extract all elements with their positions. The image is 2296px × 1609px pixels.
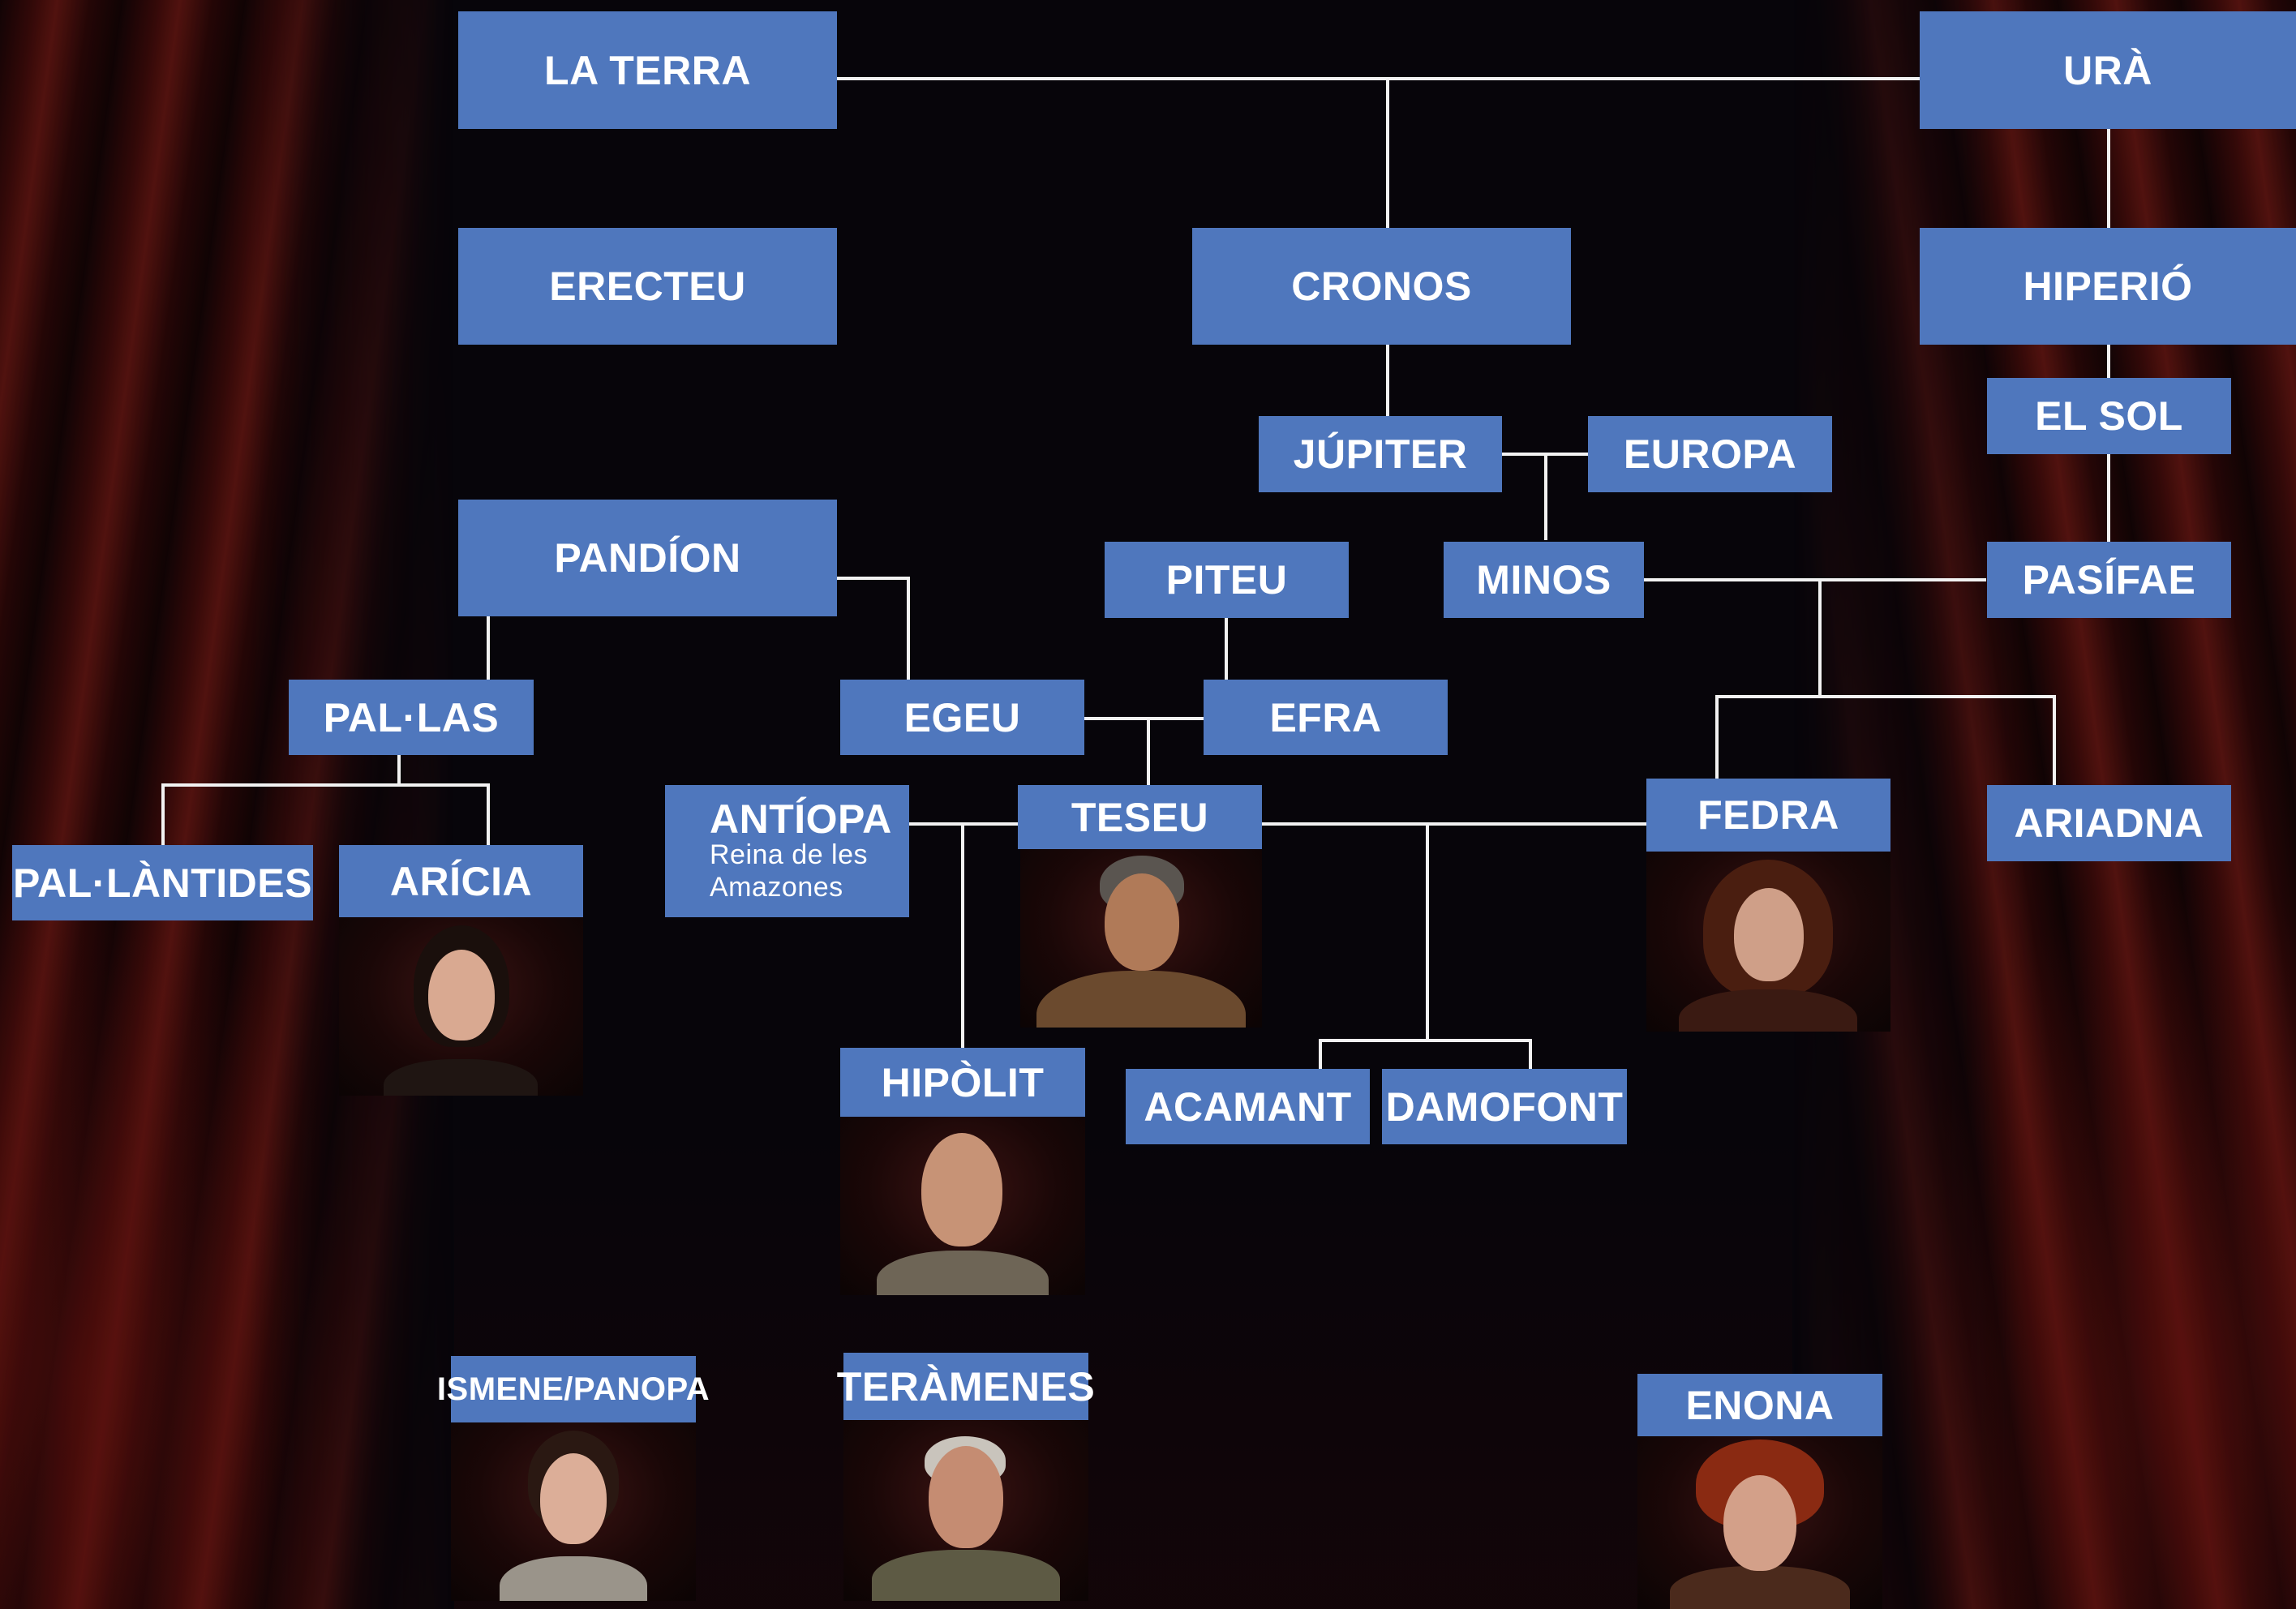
person-hiperio: HIPERIÓ (1920, 228, 2296, 345)
portrait-teramenes (843, 1420, 1088, 1601)
connector (487, 783, 490, 845)
person-ariadna: ARIADNA (1987, 785, 2231, 861)
portrait-aricia (339, 917, 583, 1096)
connector (161, 783, 165, 845)
person-name: ENONA (1685, 1382, 1835, 1428)
person-name: FEDRA (1697, 792, 1839, 838)
connector (1715, 695, 1719, 779)
connector (1319, 1039, 1532, 1042)
person-piteu: PITEU (1105, 542, 1349, 618)
portrait-hipolit (840, 1117, 1085, 1295)
portrait-ismene-panopa (451, 1422, 696, 1601)
portrait-teseu (1020, 849, 1262, 1028)
connector (2107, 454, 2110, 542)
connector (1386, 77, 1389, 228)
person-name: EUROPA (1623, 431, 1797, 477)
person-jupiter: JÚPITER (1259, 416, 1502, 492)
connector (1529, 1039, 1532, 1069)
person-ura: URÀ (1920, 11, 2296, 129)
person-fedra: FEDRA (1646, 779, 1890, 852)
person-name: PITEU (1165, 557, 1288, 603)
person-name: ISMENE/PANOPA (436, 1371, 710, 1407)
person-name: LA TERRA (544, 47, 751, 93)
person-name: ARIADNA (2014, 800, 2204, 846)
person-name: PASÍFAE (2022, 557, 2196, 603)
person-name: TESEU (1071, 794, 1209, 840)
connector (835, 77, 1920, 80)
connector (1319, 1039, 1322, 1069)
person-acamant: ACAMANT (1126, 1069, 1370, 1144)
person-teramenes: TERÀMENES (837, 1353, 1095, 1420)
person-egeu: EGEU (840, 680, 1084, 755)
person-el-sol: EL SOL (1987, 378, 2231, 454)
person-name: PAL·LAS (323, 694, 500, 740)
person-name: PAL·LÀNTIDES (13, 860, 312, 906)
person-name: EFRA (1269, 694, 1382, 740)
person-pasifae: PASÍFAE (1987, 542, 2231, 618)
person-name: ANTÍOPA (710, 796, 892, 843)
person-minos: MINOS (1444, 542, 1644, 618)
person-name: JÚPITER (1293, 431, 1468, 477)
connector (397, 755, 401, 786)
person-name: HIPÒLIT (881, 1059, 1045, 1105)
connector (2053, 695, 2056, 785)
person-efra: EFRA (1204, 680, 1448, 755)
portrait-fedra (1646, 852, 1890, 1032)
connector (1260, 822, 1646, 826)
person-subtitle: Amazones (710, 871, 843, 903)
person-name: ERECTEU (549, 264, 746, 309)
person-subtitle: Reina de les (710, 839, 869, 871)
connector (487, 616, 490, 680)
person-erecteu: ERECTEU (458, 228, 837, 345)
person-name: URÀ (2063, 47, 2152, 93)
person-damofont: DAMOFONT (1382, 1069, 1627, 1144)
connector (1386, 345, 1389, 418)
person-name: ACAMANT (1144, 1083, 1352, 1130)
person-la-terra: LA TERRA (458, 11, 837, 129)
person-ismene-panopa: ISMENE/PANOPA (437, 1356, 710, 1422)
person-name: EGEU (903, 694, 1021, 740)
person-pallantides: PAL·LÀNTIDES (12, 845, 313, 920)
connector (2107, 345, 2110, 378)
connector (1225, 616, 1228, 680)
connector (1147, 717, 1150, 787)
person-pandion: PANDÍON (458, 500, 837, 616)
person-name: TERÀMENES (836, 1363, 1096, 1409)
connector (1644, 578, 1986, 581)
connector (1544, 453, 1547, 540)
person-pallas: PAL·LAS (289, 680, 534, 755)
connector (1426, 822, 1429, 1041)
connector (961, 822, 964, 1048)
connector (1084, 717, 1204, 720)
person-name: CRONOS (1291, 264, 1472, 309)
curtain-left (0, 0, 454, 1609)
person-enona: ENONA (1637, 1374, 1882, 1436)
person-hipolit: HIPÒLIT (840, 1048, 1085, 1117)
portrait-enona (1637, 1436, 1882, 1609)
person-europa: EUROPA (1588, 416, 1832, 492)
person-cronos: CRONOS (1192, 228, 1571, 345)
person-name: ARÍCIA (389, 858, 533, 904)
person-name: EL SOL (2035, 393, 2183, 439)
person-name: DAMOFONT (1385, 1083, 1624, 1130)
person-name: MINOS (1476, 557, 1611, 603)
person-teseu: TESEU (1018, 785, 1262, 849)
connector (835, 577, 910, 580)
person-aricia: ARÍCIA (339, 845, 583, 917)
connector (2107, 129, 2110, 228)
connector (161, 783, 490, 787)
connector (1818, 578, 1822, 697)
connector (1715, 695, 2056, 698)
connector (907, 577, 910, 680)
person-name: HIPERIÓ (2023, 264, 2193, 309)
person-name: PANDÍON (554, 535, 741, 581)
person-antiopa: ANTÍOPA Reina de les Amazones (665, 785, 909, 917)
